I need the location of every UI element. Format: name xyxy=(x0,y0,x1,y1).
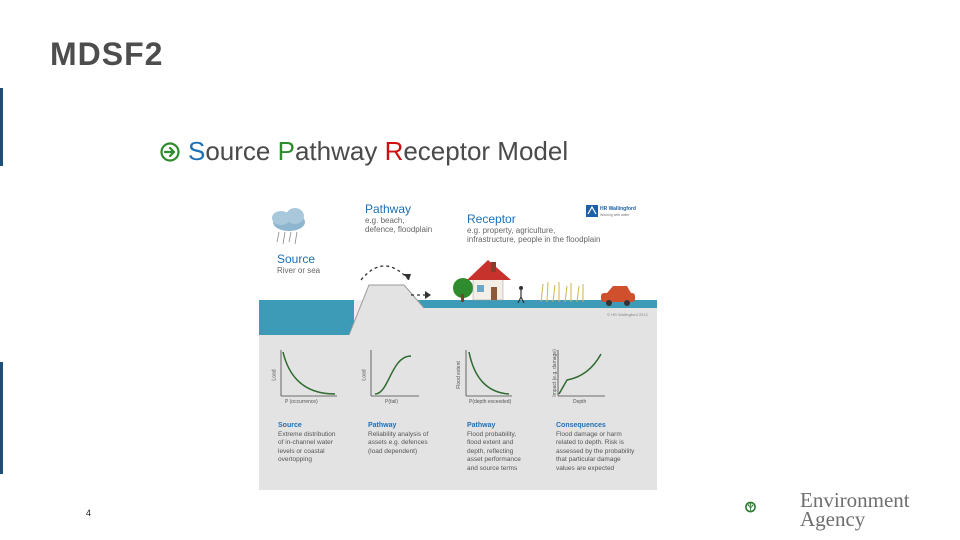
edge-mark-bottom xyxy=(0,362,3,474)
cloud-icon xyxy=(272,208,305,245)
hr-wallingford-logo-icon xyxy=(586,205,598,217)
hr-logo-text: HR Wallingford xyxy=(600,206,636,212)
graph-source-ylabel: Load xyxy=(271,369,278,381)
caption-source-title: Source xyxy=(278,422,302,429)
edge-mark-top xyxy=(0,88,3,166)
subtitle-source-rest: ource xyxy=(205,136,278,166)
caption-pathway2-body: Flood probability, flood extent and dept… xyxy=(467,431,521,472)
caption-source-body: Extreme distribution of in-channel water… xyxy=(278,431,336,464)
graph-consequences-xlabel: Depth xyxy=(573,399,587,405)
environment-agency-logo-icon xyxy=(745,501,756,513)
caption-consequences-body: Flood damage or harm related to depth. R… xyxy=(556,431,635,472)
source-sub: River or sea xyxy=(277,266,321,275)
graph-consequences xyxy=(557,350,605,397)
spr-diagram: Source River or sea Pathway e.g. beach, … xyxy=(259,190,657,490)
pathway-sub: e.g. beach, defence, floodplain xyxy=(365,216,433,234)
subtitle-source-letter: S xyxy=(188,136,206,166)
caption-pathway1-body: Reliability analysis of assets e.g. defe… xyxy=(368,431,429,455)
spr-scene xyxy=(259,190,657,490)
subtitle-receptor-letter: R xyxy=(384,136,404,166)
receptor-label: Receptor xyxy=(467,212,516,226)
ground-profile xyxy=(259,285,657,490)
hr-logo-tagline: Working with water xyxy=(600,213,630,217)
page-number: 4 xyxy=(86,508,92,518)
subtitle-pathway-rest: athway xyxy=(294,136,385,166)
caption-pathway2-title: Pathway xyxy=(467,422,496,429)
logo-line1: Environment xyxy=(800,488,910,512)
land-strip xyxy=(409,300,657,308)
graph-pathway1-xlabel: P(fail) xyxy=(385,399,399,405)
subtitle-pathway-letter: P xyxy=(277,136,295,166)
graph-pathway2-ylabel: Flood extent xyxy=(455,361,462,389)
receptor-sub: e.g. property, agriculture, infrastructu… xyxy=(467,226,601,244)
caption-consequences-title: Consequences xyxy=(556,422,606,429)
logo-line2: Agency xyxy=(800,507,866,531)
pathway-label: Pathway xyxy=(365,202,412,216)
caption-pathway1-title: Pathway xyxy=(368,422,397,429)
house-icon xyxy=(467,260,511,301)
subtitle-receptor-rest: eceptor Model xyxy=(403,136,569,166)
car-icon xyxy=(601,286,635,306)
graph-pathway1-ylabel: Load xyxy=(361,369,368,381)
source-label: Source xyxy=(277,252,316,266)
graph-pathway-2 xyxy=(465,350,512,397)
graph-consequences-ylabel: Impact (e.g. damage) xyxy=(551,349,558,397)
graph-pathway-1 xyxy=(370,350,419,397)
arrow-circle-icon xyxy=(160,141,180,162)
graph-source-xlabel: P (occurrence) xyxy=(285,399,318,405)
person-icon xyxy=(517,286,525,304)
copyright-text: © HR Wallingford 2012 xyxy=(607,312,648,317)
tree-icon xyxy=(453,278,473,302)
graph-pathway2-xlabel: P(depth exceeded) xyxy=(469,399,512,405)
crops-icon xyxy=(540,281,584,303)
graph-source xyxy=(280,350,337,397)
slide-title: MDSF2 xyxy=(50,36,164,72)
water-body xyxy=(259,300,354,335)
